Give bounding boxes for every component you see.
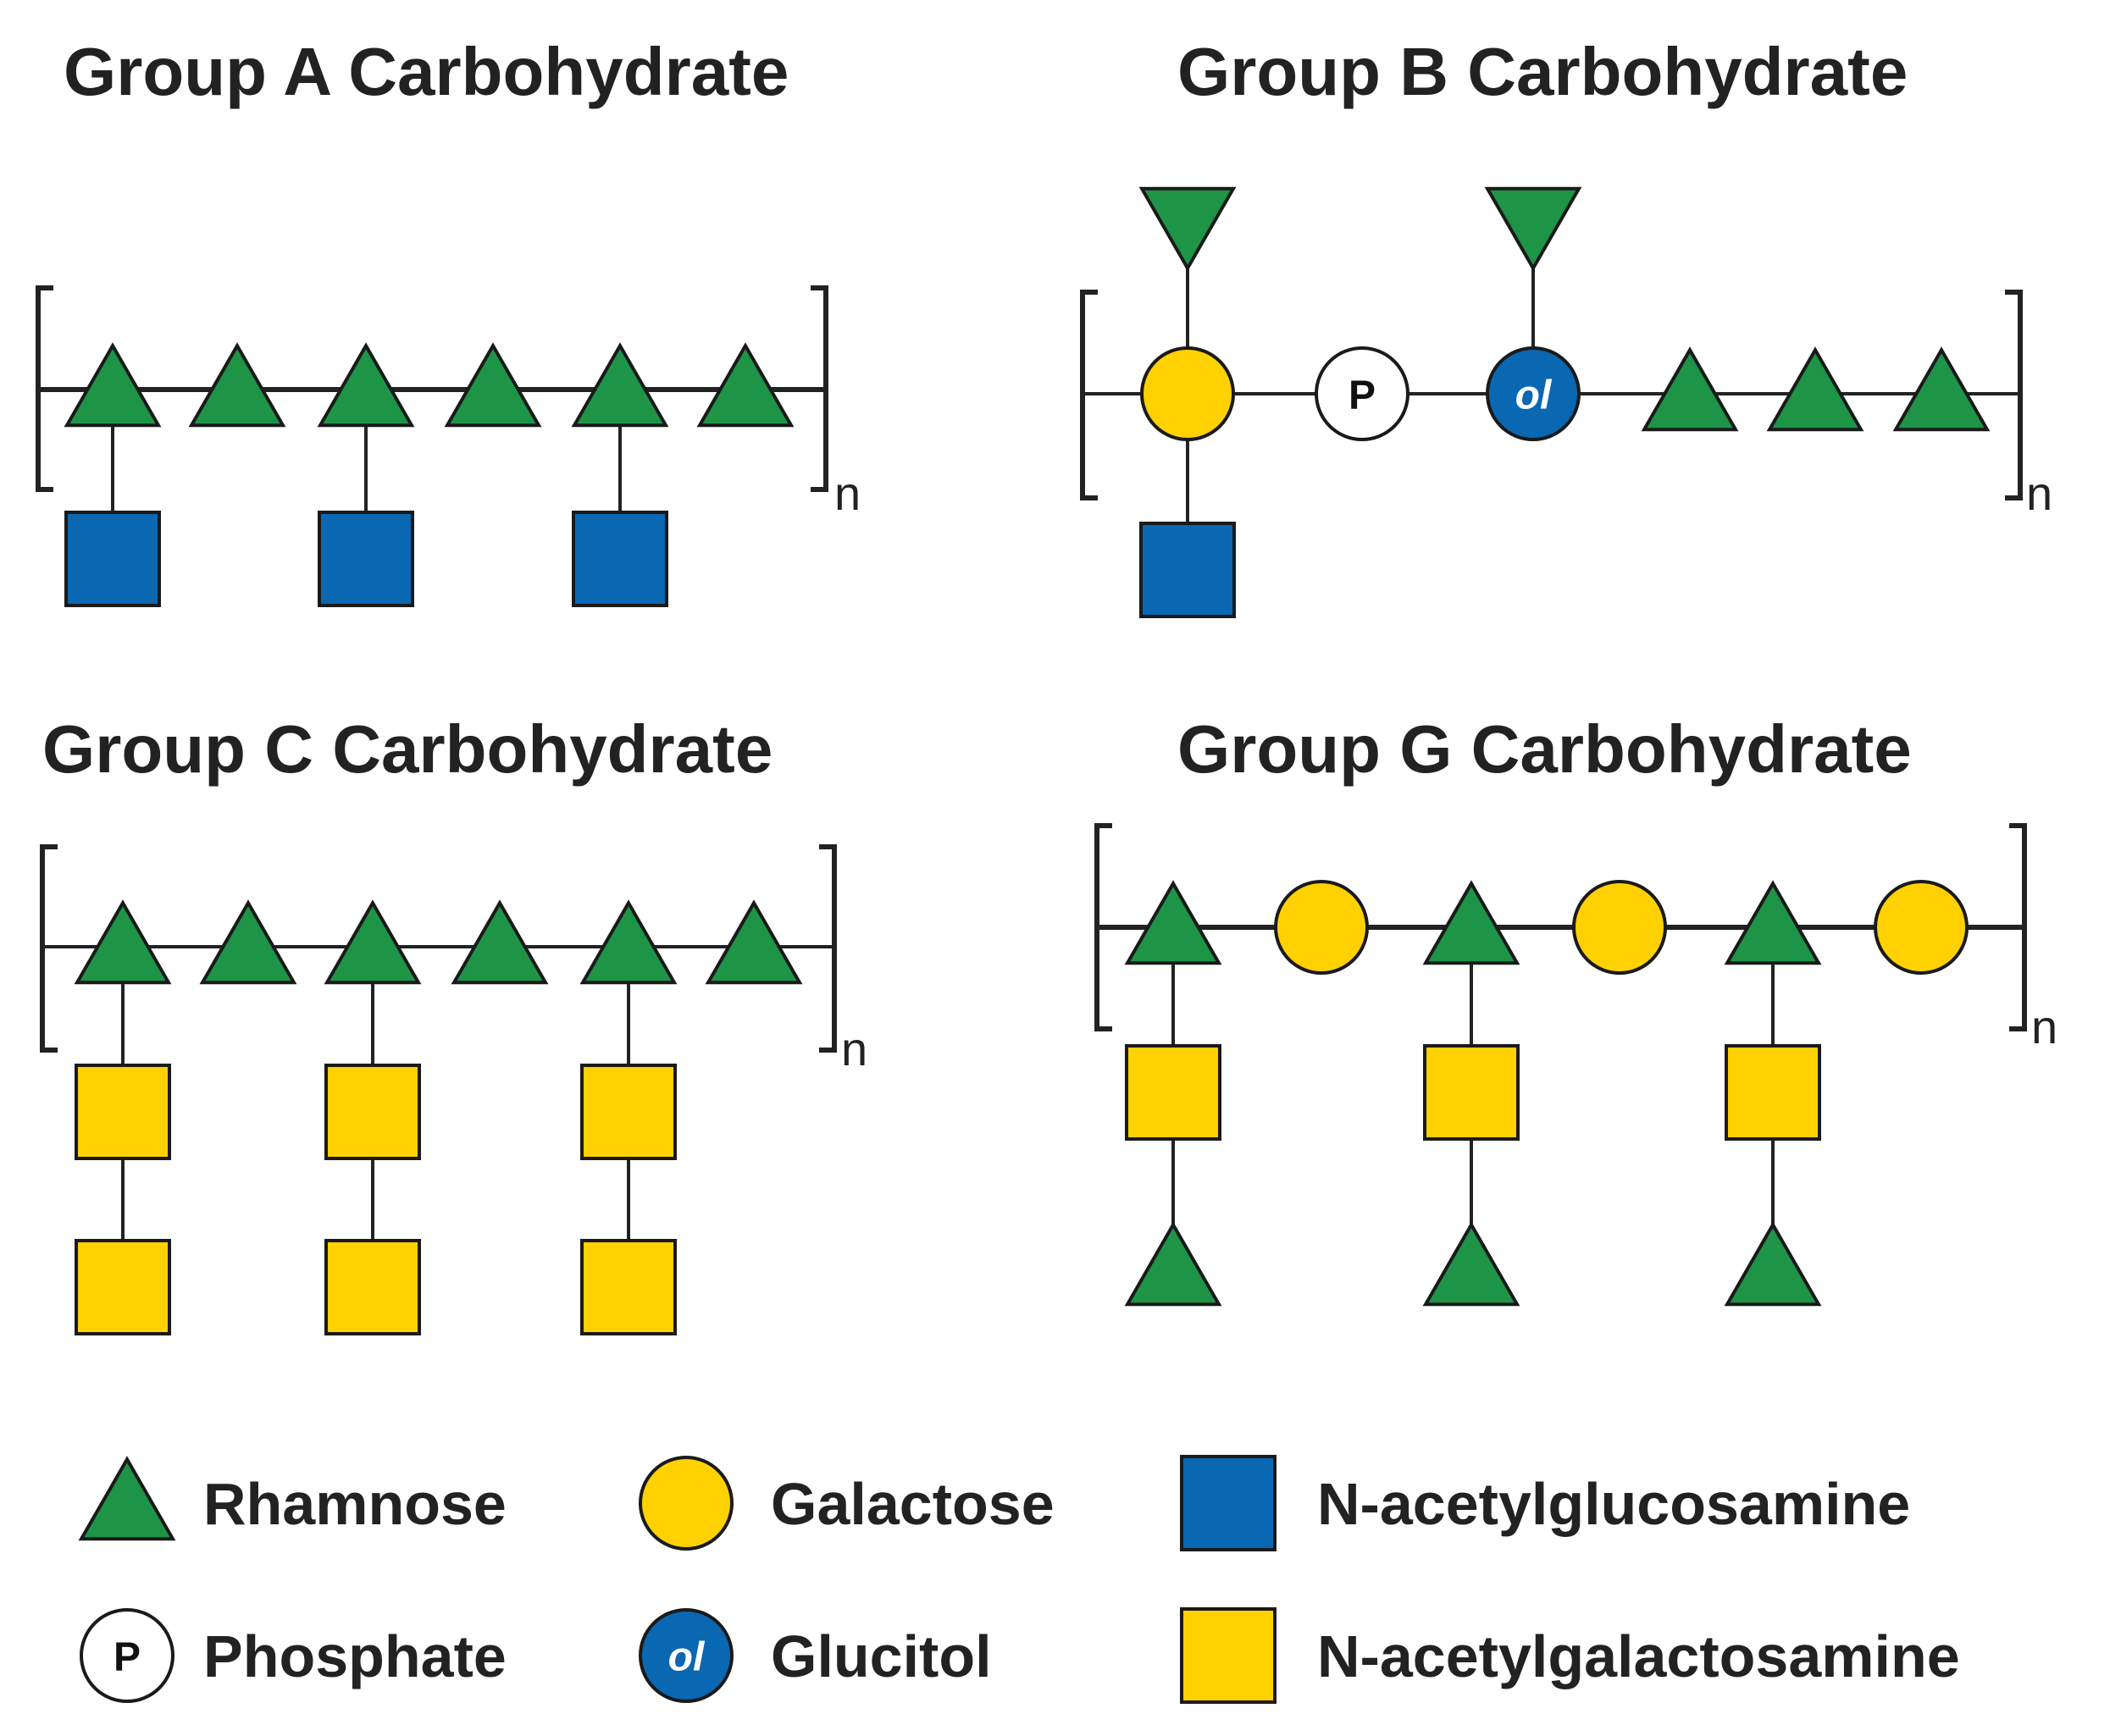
legend-label-galnac: N-acetylgalactosamine: [1317, 1623, 1960, 1689]
group-a-structure: [36, 285, 828, 607]
group-c-rhamnose: [324, 899, 422, 985]
group-g-galnac: [1423, 1044, 1520, 1141]
group-g-galnac: [1125, 1044, 1221, 1141]
group-c-galnac-inner: [580, 1064, 677, 1160]
group-g-repeat-n: n: [2031, 1000, 2057, 1053]
group-g-galactose: [1572, 880, 1667, 975]
group-g-galnac: [1725, 1044, 1821, 1141]
legend-label-galactose: Galactose: [771, 1471, 1055, 1537]
group-b-galactose: [1140, 346, 1235, 441]
group-b-glucitol-letters: ol: [1515, 373, 1553, 418]
legend-label-rhamnose: Rhamnose: [203, 1471, 507, 1537]
legend-glucitol-icon: [639, 1608, 734, 1703]
group-b-repeat-n: n: [2026, 467, 2052, 520]
group-g-rhamnose: [1124, 880, 1222, 965]
group-c-structure: [40, 844, 837, 1335]
group-g-rhamnose-terminal: [1724, 1221, 1822, 1307]
legend-label-phosphate: Phosphate: [203, 1623, 507, 1689]
group-c-rhamnose: [451, 899, 549, 985]
legend-rhamnose-icon: [78, 1456, 176, 1541]
group-g-structure: [1094, 823, 2027, 1307]
group-b-phosphate-letter: P: [1349, 373, 1376, 418]
group-b-rhamnose: [1892, 346, 1991, 432]
group-c-galnac-inner: [75, 1064, 171, 1160]
group-b-rhamnose-top: [1484, 186, 1582, 272]
legend-label-glucitol: Glucitol: [771, 1623, 992, 1689]
group-b-glcnac: [1139, 522, 1236, 618]
group-a-glcnac: [64, 511, 161, 607]
group-a-glcnac: [318, 511, 414, 607]
group-c-rhamnose: [579, 899, 678, 985]
group-a-glcnac: [572, 511, 668, 607]
legend-glcnac-icon: [1180, 1455, 1277, 1551]
legend-glucitol-letters: ol: [668, 1635, 706, 1680]
group-a-repeat-n: n: [834, 467, 861, 520]
group-b-rhamnose: [1766, 346, 1864, 432]
group-a-rhamnose: [696, 342, 795, 428]
group-c-galnac-outer: [580, 1239, 677, 1335]
group-c-title: Group C Carbohydrate: [42, 711, 773, 787]
group-a-rhamnose: [444, 342, 542, 428]
group-c-galnac-outer: [75, 1239, 171, 1335]
group-c-galnac-outer: [324, 1239, 421, 1335]
group-b-rhamnose: [1641, 346, 1739, 432]
group-g-galactose: [1874, 880, 1969, 975]
legend-label-glcnac: N-acetylglucosamine: [1317, 1471, 1910, 1537]
group-g-rhamnose-terminal: [1422, 1221, 1520, 1307]
legend-phosphate-letter: P: [114, 1635, 141, 1680]
group-c-rhamnose: [705, 899, 803, 985]
legend-galnac-icon: [1180, 1607, 1277, 1704]
group-a-title: Group A Carbohydrate: [64, 34, 789, 109]
group-c-rhamnose: [199, 899, 297, 985]
group-b-glucitol: [1486, 346, 1581, 441]
group-c-galnac-inner: [324, 1064, 421, 1160]
group-g-rhamnose-terminal: [1124, 1221, 1222, 1307]
group-g-title: Group G Carbohydrate: [1177, 711, 1912, 787]
group-b-rhamnose-top: [1138, 186, 1237, 272]
group-a-rhamnose: [188, 342, 286, 428]
group-c-rhamnose: [74, 899, 172, 985]
group-a-rhamnose: [571, 342, 669, 428]
group-g-galactose: [1274, 880, 1369, 975]
group-a-rhamnose: [64, 342, 162, 428]
group-a-rhamnose: [317, 342, 415, 428]
group-b-phosphate: [1315, 346, 1409, 441]
group-b-title: Group B Carbohydrate: [1177, 34, 1908, 109]
group-c-repeat-n: n: [841, 1022, 867, 1075]
group-g-rhamnose: [1724, 880, 1822, 965]
legend-phosphate-icon: [80, 1608, 174, 1703]
legend-galactose-icon: [639, 1456, 734, 1551]
group-g-rhamnose: [1422, 880, 1520, 965]
